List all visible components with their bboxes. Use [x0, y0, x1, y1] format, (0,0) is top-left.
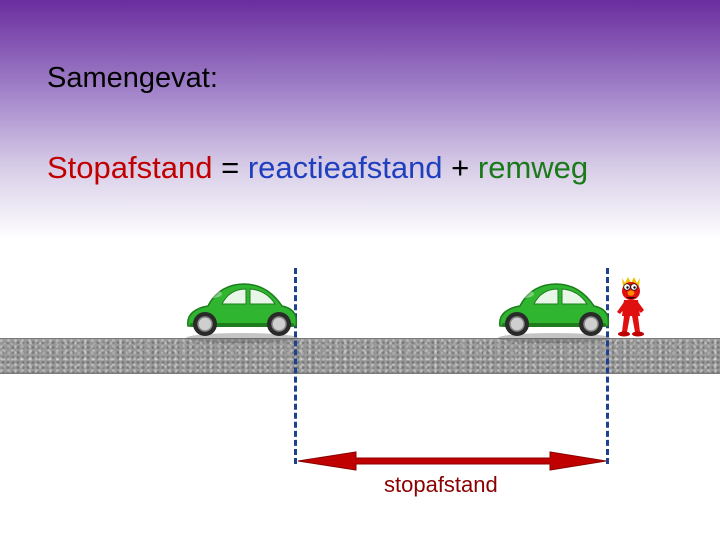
formula-term-stopafstand: Stopafstand — [47, 150, 213, 185]
slide-title: Samengevat: — [47, 62, 218, 94]
stopafstand-label: stopafstand — [384, 472, 498, 497]
start-marker-line — [294, 268, 297, 464]
car-right-icon — [498, 283, 610, 343]
formula-equals: = — [212, 150, 248, 185]
end-marker-line — [606, 268, 609, 464]
formula-term-reactieafstand: reactieafstand — [247, 150, 443, 185]
formula-plus: + — [442, 150, 478, 185]
pedestrian-character-icon — [617, 277, 644, 337]
formula-term-remweg: remweg — [477, 150, 589, 185]
formula: Stopafstand = reactieafstand + remweg — [47, 150, 588, 186]
car-left-icon — [186, 283, 298, 343]
road — [0, 338, 720, 374]
